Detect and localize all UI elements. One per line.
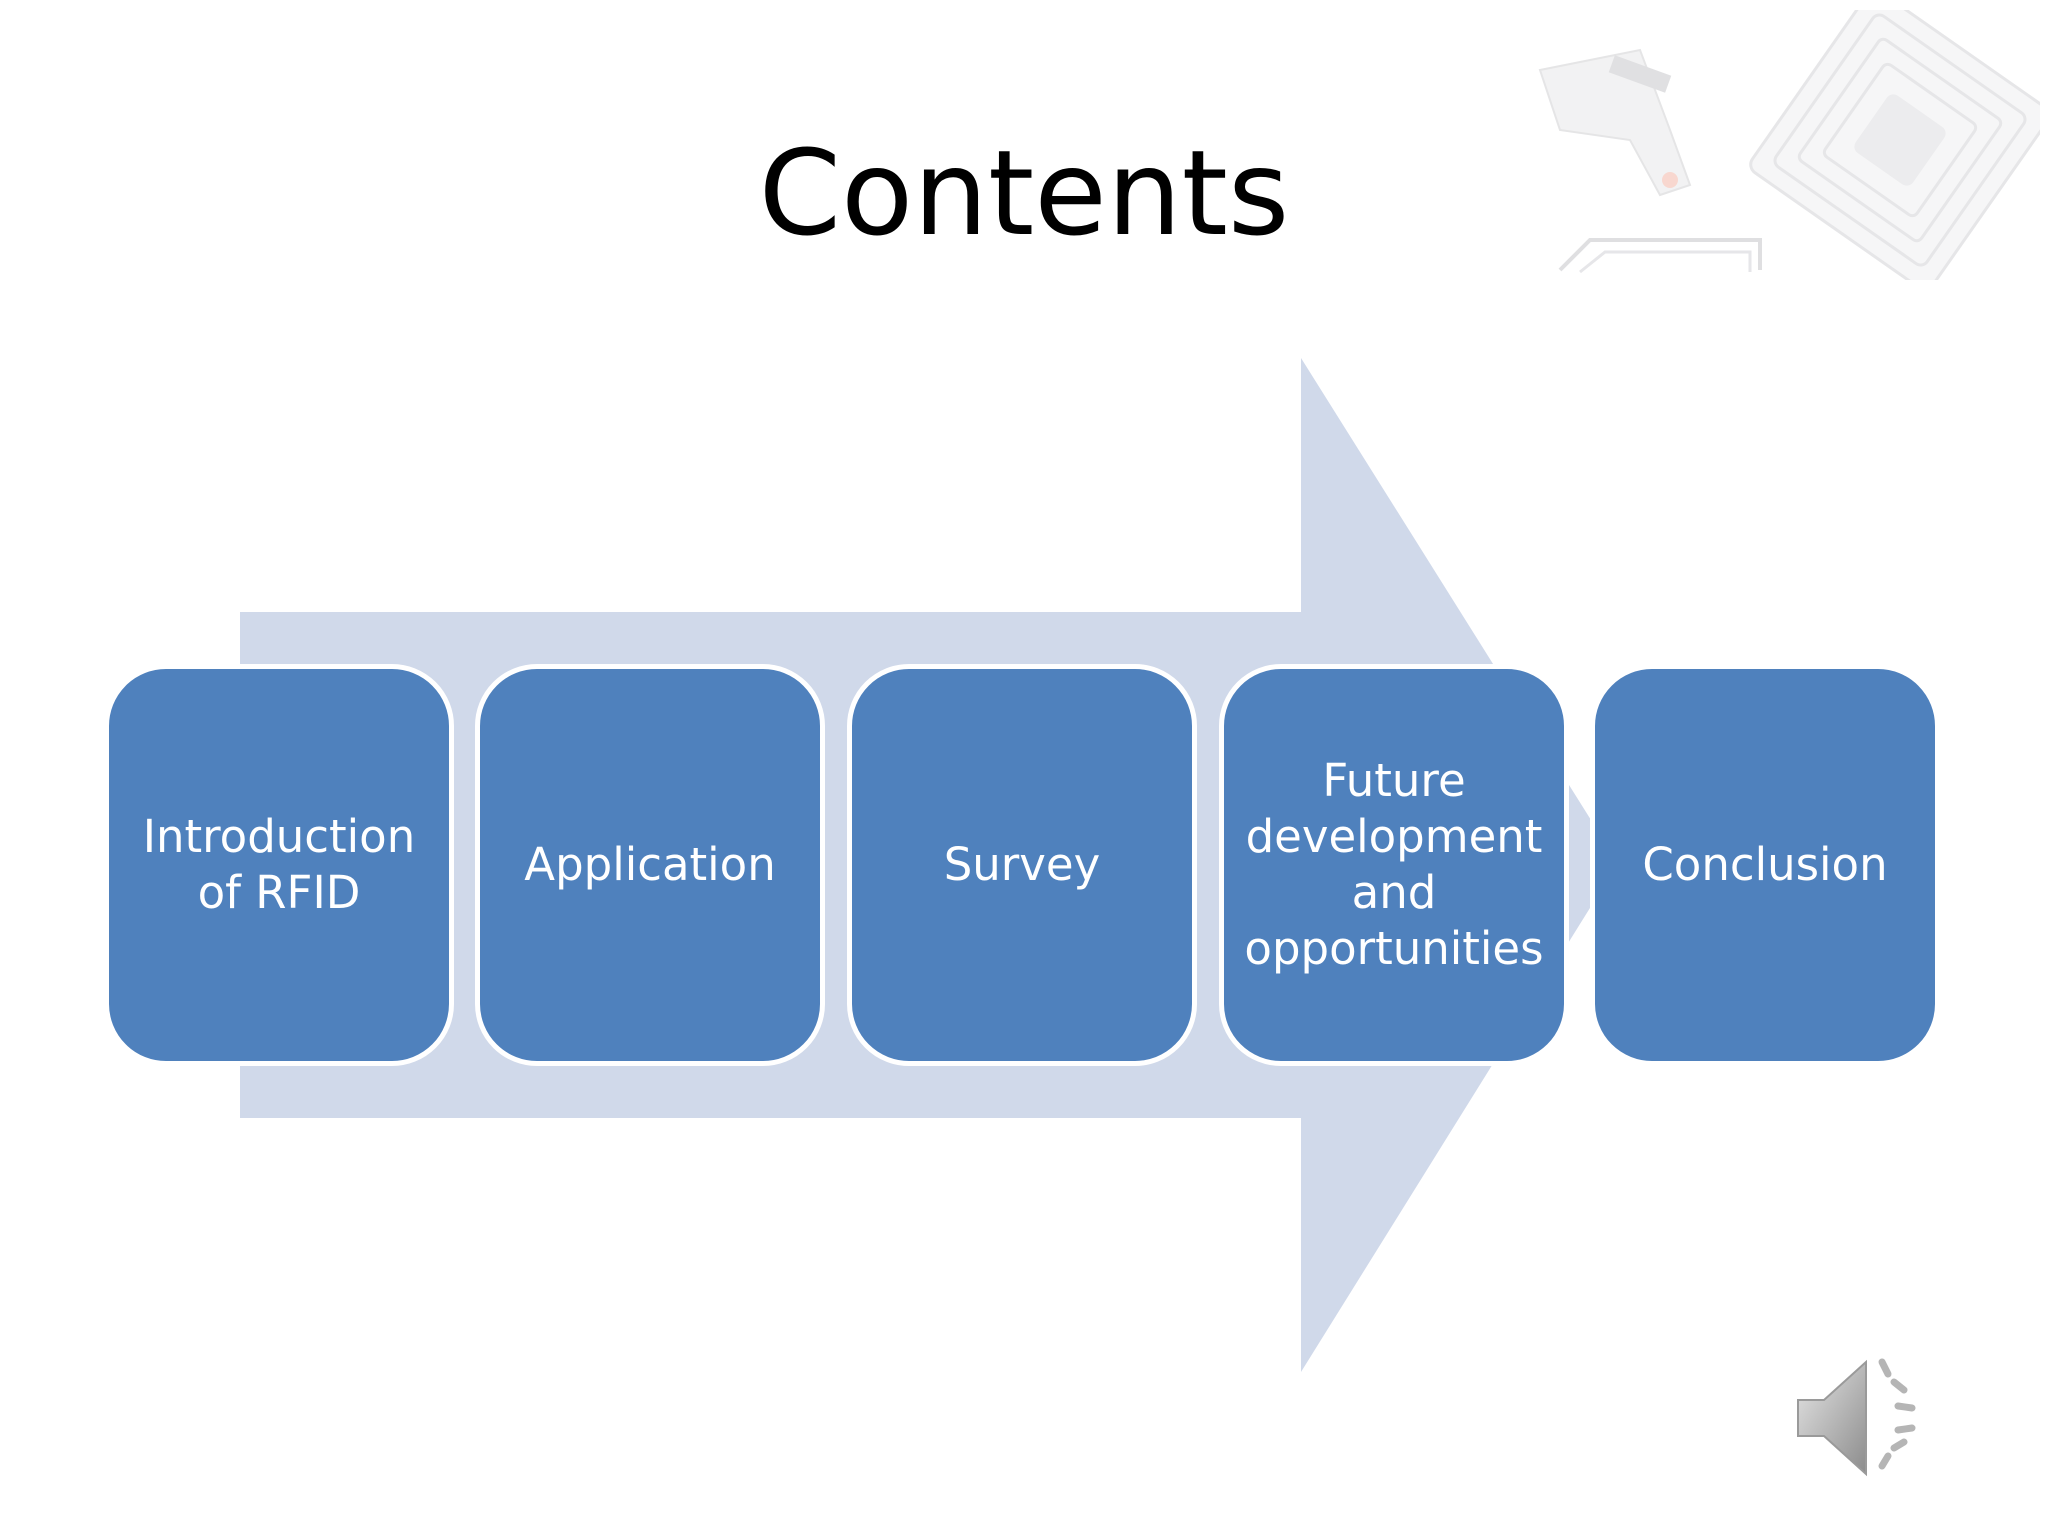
- page-title: Contents: [758, 124, 1290, 262]
- rfid-tag-image: [1538, 10, 2040, 280]
- step-box-conclusion: Conclusion: [1590, 664, 1940, 1066]
- step-label: Survey: [943, 838, 1101, 891]
- step-label: Conclusion: [1642, 838, 1888, 891]
- step-box-application: Application: [475, 664, 825, 1066]
- step-label: Introduction of RFID: [142, 810, 416, 919]
- step-label: Future development and opportunities: [1244, 754, 1544, 975]
- speaker-icon[interactable]: [1790, 1348, 1930, 1488]
- step-box-introduction: Introduction of RFID: [104, 664, 454, 1066]
- step-label: Application: [524, 838, 776, 891]
- step-box-survey: Survey: [847, 664, 1197, 1066]
- step-box-future-development: Future development and opportunities: [1219, 664, 1569, 1066]
